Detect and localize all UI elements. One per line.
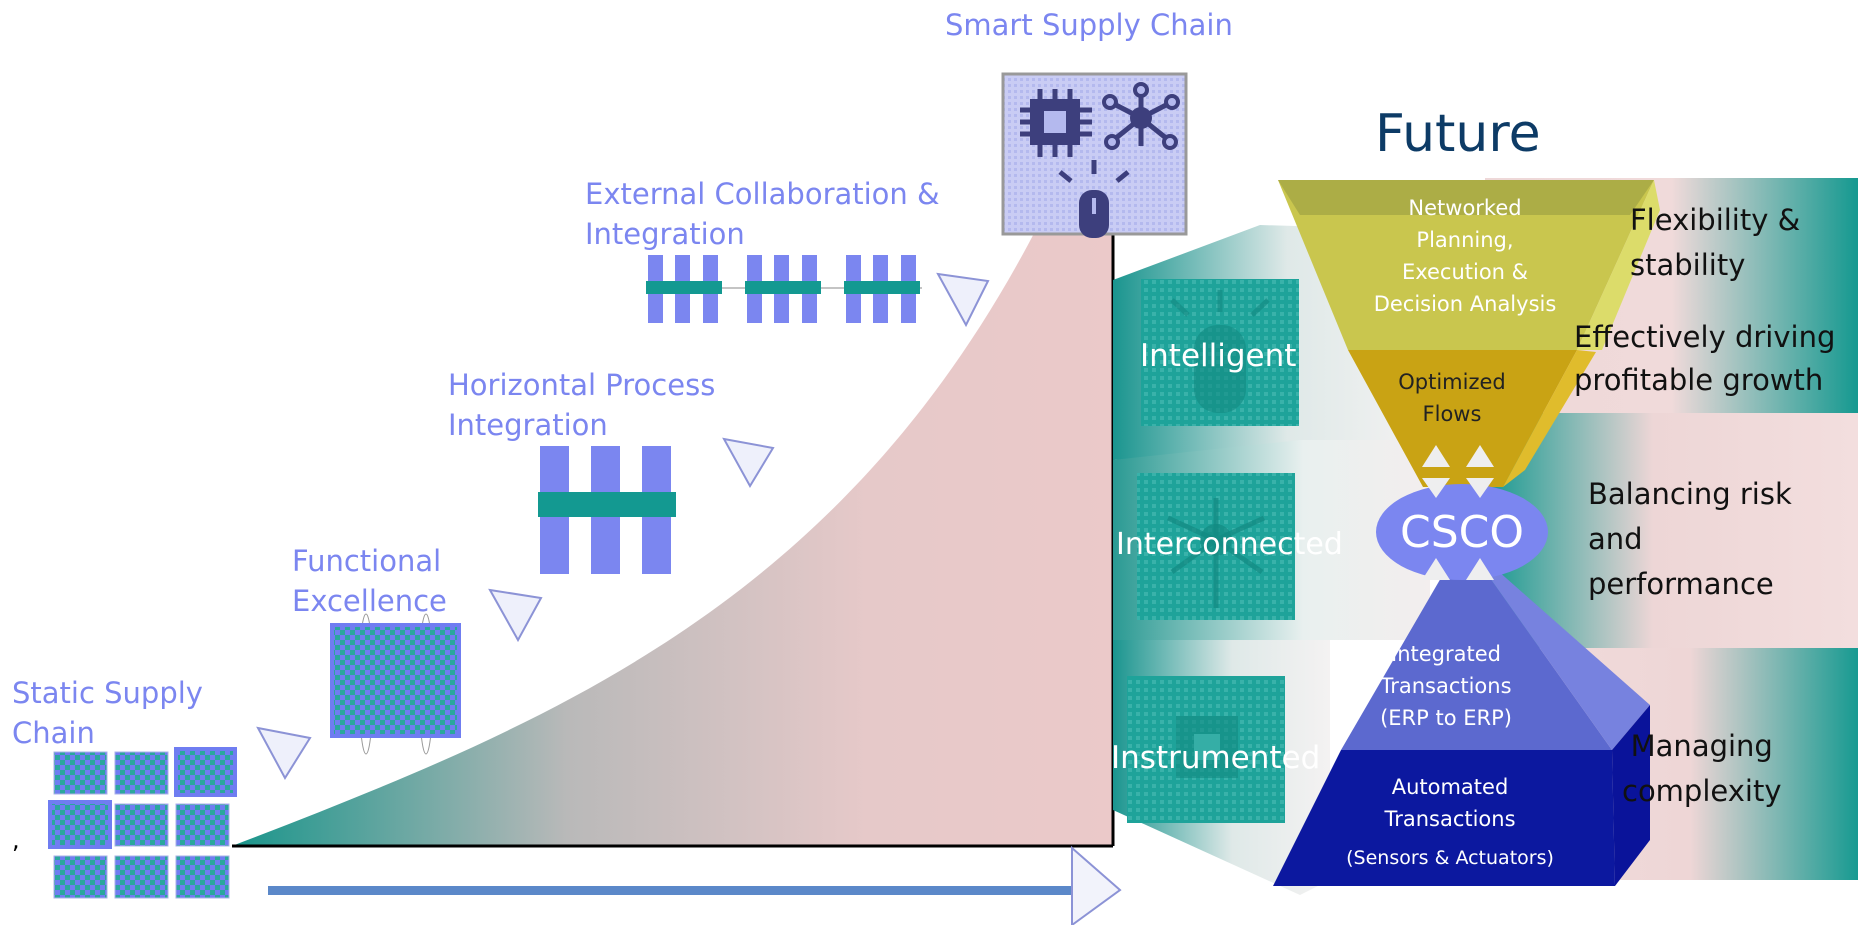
step-triangles — [256, 272, 990, 780]
label-functional-excellence: Functional Excellence — [292, 544, 447, 618]
tier-automated-sub: (Sensors & Actuators) — [1346, 847, 1554, 869]
functional-block-icon — [330, 613, 461, 755]
benefit-profitable-growth: Effectively driving profitable growth — [1574, 320, 1836, 397]
interconnected-tile-icon — [1137, 473, 1295, 620]
label-interconnected: Interconnected — [1116, 527, 1343, 562]
benefit-balancing-risk: Balancing risk and performance — [1588, 477, 1792, 601]
label-external-collaboration: External Collaboration & Integration — [585, 177, 940, 251]
horizontal-integration-icon — [538, 446, 676, 574]
benefit-managing-complexity: Managing complexity — [1622, 729, 1782, 808]
static-chain-grid-icon — [48, 747, 237, 899]
future-title: Future — [1375, 104, 1541, 164]
external-collaboration-icon — [646, 255, 922, 323]
timeline-arrow — [268, 886, 1090, 895]
intelligent-tile-icon — [1141, 279, 1299, 426]
stray-mark: , — [12, 826, 20, 854]
funnel-networked — [1278, 180, 1654, 350]
pyramid-integrated — [1341, 540, 1612, 750]
benefit-flexibility: Flexibility & stability — [1630, 203, 1801, 282]
growth-curve — [232, 212, 1113, 846]
pyramid-automated — [1273, 750, 1615, 886]
flow-arrows — [1422, 445, 1494, 580]
tier-integrated-transactions: Integrated Transactions (ERP to ERP) — [1380, 642, 1512, 730]
tier-automated-transactions: Automated Transactions — [1384, 775, 1516, 831]
label-intelligent: Intelligent — [1140, 338, 1297, 374]
label-instrumented: Instrumented — [1111, 740, 1321, 776]
label-horizontal-process: Horizontal Process Integration — [448, 368, 716, 442]
csco-ellipse — [1376, 484, 1548, 580]
label-smart-supply-chain: Smart Supply Chain — [945, 8, 1233, 42]
tier-optimized-flows: Optimized Flows — [1398, 370, 1506, 426]
smart-chain-icon — [1001, 72, 1188, 238]
instrumented-tile-icon — [1127, 676, 1285, 823]
label-static-supply-chain: Static Supply Chain — [12, 676, 203, 750]
tier-networked-planning: Networked Planning, Execution & Decision… — [1373, 196, 1557, 316]
tier-csco: CSCO — [1399, 507, 1524, 558]
funnel-optimized — [1348, 350, 1577, 487]
